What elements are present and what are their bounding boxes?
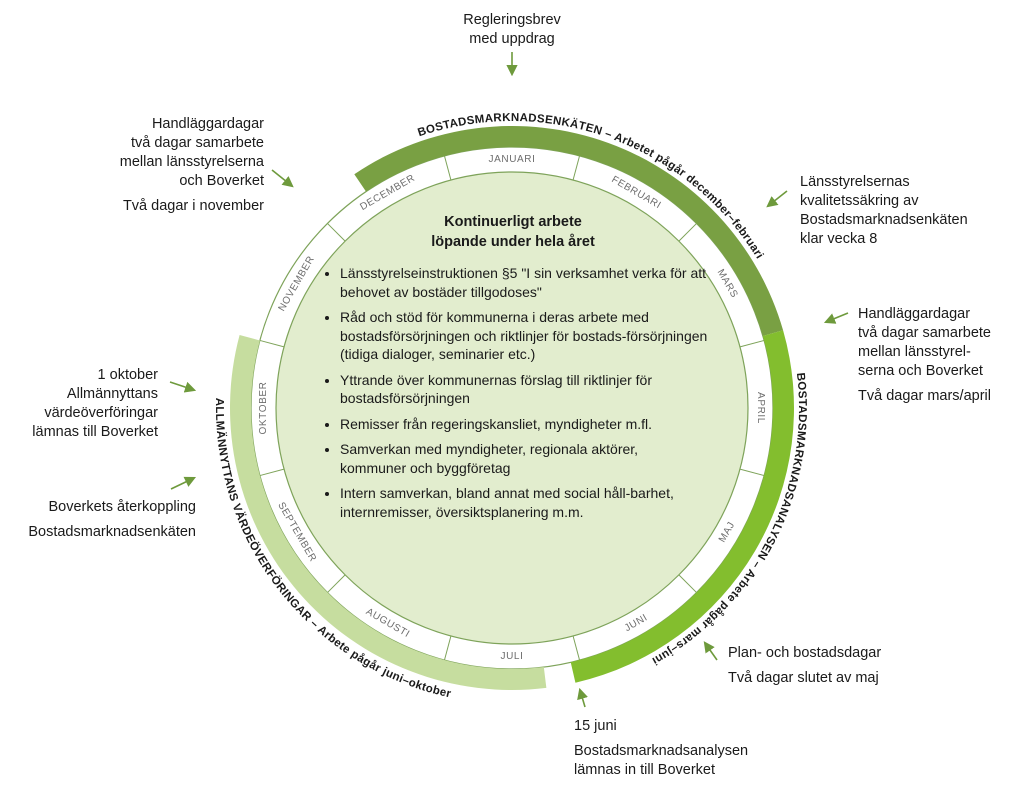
callout-arrows	[169, 52, 849, 708]
enkat-period-arc	[354, 125, 784, 337]
inner-disc	[275, 171, 749, 645]
month-divider	[678, 574, 697, 593]
callout-text: Två dagar i november	[122, 198, 264, 214]
month-divider	[572, 155, 581, 181]
arrow-handlaggar-nov	[271, 169, 294, 188]
callout-text: två dagar samarbete	[858, 325, 991, 341]
list-item: Länsstyrelseinstruktionen §5 "I sin verk…	[340, 264, 708, 301]
center-title-line: Kontinuerligt arbete	[444, 214, 582, 230]
month-divider	[327, 223, 346, 242]
callout-text: lämnas till Boverket	[32, 424, 158, 440]
month-label-januari: JANUARI	[489, 154, 536, 165]
callout-kvalitet: Länsstyrelsernas kvalitetssäkring av Bos…	[800, 173, 990, 249]
continuous-work-list: Länsstyrelseinstruktionen §5 "I sin verk…	[318, 264, 708, 521]
center-title-line: löpande under hela året	[431, 234, 595, 250]
callout-regleringsbrev: Regleringsbrev med uppdrag	[452, 11, 572, 49]
month-divider	[259, 468, 285, 477]
month-divider	[678, 223, 697, 242]
list-item: Råd och stöd för kommunerna i deras arbe…	[340, 308, 708, 364]
month-divider	[739, 339, 765, 348]
list-item: Intern samverkan, bland annat med social…	[340, 484, 708, 521]
callout-text: värdeöverföringar	[44, 405, 158, 421]
month-divider	[443, 155, 452, 181]
callout-text: mellan länsstyrel-	[858, 344, 971, 360]
callout-text: Handläggardagar	[151, 116, 264, 132]
callout-handlaggar-nov: Handläggardagar två dagar samarbete mell…	[92, 115, 264, 216]
callout-text: Bostadsmarknadsanalysen	[574, 743, 749, 759]
callout-text: Två dagar slutet av maj	[728, 670, 879, 686]
callout-text: Regleringsbrev	[463, 12, 561, 28]
month-label-april: APRIL	[755, 392, 766, 424]
list-item: Yttrande över kommunernas förslag till r…	[340, 371, 708, 408]
analys-period-arc	[570, 330, 794, 683]
callout-text: kvalitetssäkring av	[800, 193, 919, 209]
list-item: Remisser från regeringskansliet, myndigh…	[340, 415, 708, 434]
month-divider	[443, 635, 452, 661]
callout-text: 1 oktober	[97, 367, 158, 383]
callout-text: Plan- och bostadsdagar	[728, 645, 882, 661]
vardeoverforing-period-arc	[230, 335, 547, 690]
arrow-plandagar	[703, 641, 718, 661]
callout-text: och Boverket	[179, 173, 264, 189]
callout-handlaggar-mars: Handläggardagar två dagar samarbete mell…	[858, 305, 1018, 406]
callout-text: mellan länsstyrelserna	[119, 154, 264, 170]
callout-text: Allmännyttans	[66, 386, 158, 402]
center-panel: Kontinuerligt arbete löpande under hela …	[318, 212, 708, 528]
arrow-kvalitet	[766, 190, 788, 208]
callout-text: lämnas in till Boverket	[574, 762, 716, 778]
arrow-handlaggar-mars	[823, 312, 849, 324]
arrow-oktober	[169, 381, 197, 393]
callout-text: klar vecka 8	[800, 231, 878, 247]
callout-text: serna och Boverket	[858, 363, 983, 379]
month-divider	[259, 339, 285, 348]
callout-text: 15 juni	[574, 718, 617, 734]
callout-plandagar: Plan- och bostadsdagar Två dagar slutet …	[728, 644, 908, 688]
month-dividers	[259, 155, 765, 661]
callout-aterkoppling: Boverkets återkoppling Bostadsmarknadsen…	[10, 498, 196, 542]
callout-text: med uppdrag	[469, 31, 555, 47]
callout-text: två dagar samarbete	[131, 135, 264, 151]
callout-oktober: 1 oktober Allmännyttans värdeöverföringa…	[12, 366, 158, 442]
list-item: Samverkan med myndigheter, regionala akt…	[340, 440, 708, 477]
month-label-juli: JULI	[501, 651, 524, 662]
arrow-aterkoppling	[170, 476, 197, 490]
callout-text: Två dagar mars/april	[858, 388, 991, 404]
month-divider	[739, 468, 765, 477]
month-divider	[327, 574, 346, 593]
arrow-juni	[577, 687, 588, 708]
callout-juni: 15 juni Bostadsmarknadsanalysen lämnas i…	[574, 717, 784, 780]
callout-text: Bostadsmarknadsenkäten	[28, 524, 196, 540]
center-title: Kontinuerligt arbete löpande under hela …	[318, 212, 708, 252]
callout-text: Länsstyrelsernas	[800, 174, 910, 190]
callout-text: Handläggardagar	[858, 306, 971, 322]
callout-text: Boverkets återkoppling	[48, 499, 197, 515]
callout-text: Bostadsmarknadsenkäten	[800, 212, 968, 228]
month-label-oktober: OKTOBER	[258, 382, 269, 435]
month-divider	[572, 635, 581, 661]
